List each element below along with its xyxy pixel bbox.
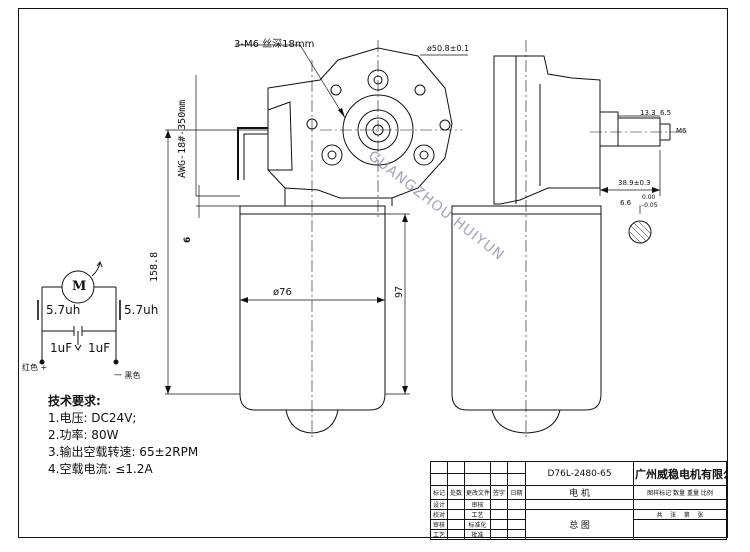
requirement-item: 3.输出空载转速: 65±2RPM xyxy=(48,445,199,459)
tb-row-label: 标准化 xyxy=(464,519,491,530)
inductor-right-label: 5.7uh xyxy=(124,303,159,317)
tb-header-cell: 签字 xyxy=(490,485,508,500)
technical-requirements: 技术要求: 1.电压: DC24V; 2.功率: 80W 3.输出空载转速: 6… xyxy=(48,393,198,478)
cable-front xyxy=(237,127,268,180)
requirement-item: 1.电压: DC24V; xyxy=(48,411,137,425)
shaft-65-label: 6.5 xyxy=(660,109,672,117)
tb-header-cell: 处数 xyxy=(447,485,465,500)
requirement-item: 2.功率: 80W xyxy=(48,428,119,442)
output-shaft-side xyxy=(617,117,661,147)
tb-row-label: 审核 xyxy=(430,519,448,530)
lead-black-label: 一 黑色 xyxy=(114,371,141,380)
key-label: 6.6 xyxy=(620,199,632,207)
offset-label: 38.9±0.3 xyxy=(618,179,651,187)
cap-left-label: 1uF xyxy=(50,341,73,355)
dim-6-label: 6 xyxy=(183,236,193,243)
header-cells: 图样标记 数量 重量 比例 xyxy=(633,485,727,500)
drawing-frame xyxy=(18,8,728,538)
tb-header-cell: 标记 xyxy=(430,485,448,500)
motor-symbol: M xyxy=(72,279,87,294)
drawing-name: 总 图 xyxy=(525,509,634,540)
requirement-item: 4.空载电流: ≤1.2A xyxy=(48,462,153,476)
company-name: 广州威稳电机有限公司 xyxy=(633,461,727,486)
gearbox-side xyxy=(493,55,601,205)
tol-upper-label: 0.00 xyxy=(642,194,656,201)
title-block: D76L-2480-65 广州威稳电机有限公司 标记 处数 更改文件号 签字 日… xyxy=(430,461,727,540)
motor-body-front xyxy=(239,205,386,411)
motor-dia-label: ø76 xyxy=(273,287,292,298)
tb-header-cell: 更改文件号 xyxy=(464,485,491,500)
wiring-schematic xyxy=(37,260,121,365)
part-name: 电 机 xyxy=(525,485,634,500)
cap-right-label: 1uF xyxy=(88,341,111,355)
tb-row-label: 审核 xyxy=(464,499,491,510)
lead-red-label: 红色 + xyxy=(22,363,48,372)
flange-dia-label: ø50.8±0.1 xyxy=(427,44,470,53)
gearbox-housing-front xyxy=(267,47,453,199)
tb-row-label: 设计 xyxy=(430,499,448,510)
tol-lower-label: -0.05 xyxy=(642,202,658,209)
requirements-heading: 技术要求: xyxy=(48,394,101,408)
total-height-label: 158.8 xyxy=(149,251,160,282)
tb-row-label: 批准 xyxy=(464,529,491,540)
motor-end-cap-front xyxy=(285,409,339,434)
tb-row-label: 校对 xyxy=(430,509,448,520)
shaft-m6-label: M6 xyxy=(676,127,687,135)
cable-label: AWG-18#-350mm xyxy=(177,99,188,178)
tb-header-cell: 日期 xyxy=(507,485,526,500)
sheet-cells: 共 张 第 张 xyxy=(633,509,727,520)
body-height-label: 97 xyxy=(394,285,405,298)
tb-row-label: 工艺 xyxy=(464,509,491,520)
motor-end-cap-side xyxy=(491,409,561,434)
shaft-13-label: 13.3 xyxy=(640,109,656,117)
tb-row-label: 工艺 xyxy=(430,529,448,540)
motor-body-side xyxy=(451,205,602,411)
inductor-left-label: 5.7uh xyxy=(46,303,81,317)
thread-callout: 3-M6 丝深18mm xyxy=(234,39,315,50)
model-number: D76L-2480-65 xyxy=(525,461,634,486)
